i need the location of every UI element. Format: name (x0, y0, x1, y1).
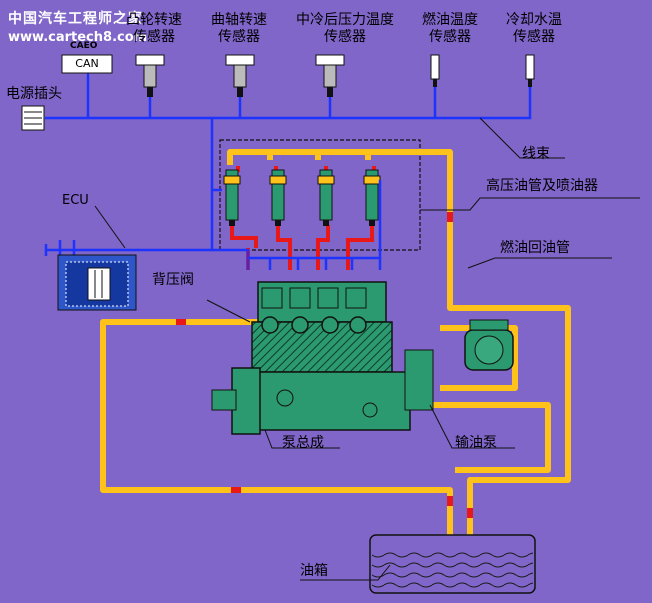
sensor-intercooler-icon (315, 54, 345, 97)
high-pressure-lines (230, 166, 376, 270)
label-pump-assembly: 泵总成 (282, 435, 324, 451)
can-box-label: CAN (75, 57, 99, 70)
label-power-plug: 电源插头 (6, 86, 62, 102)
sensor-label-coolant-temp: 冷却水温传感器 (506, 12, 562, 45)
label-fuel-tank: 油箱 (300, 563, 328, 579)
sensor-camshaft-icon (135, 54, 165, 97)
label-feed-pump: 输油泵 (455, 435, 497, 451)
watermark-url: www.cartech8.com (8, 30, 148, 45)
sensor-fuel-temp-icon (430, 54, 440, 87)
label-ecu: ECU (62, 193, 89, 208)
ecu-leader (94, 205, 126, 249)
power-plug-icon (21, 105, 45, 131)
injectors (223, 169, 381, 226)
fuel-return-line (100, 149, 571, 545)
label-fuel-return: 燃油回油管 (500, 240, 570, 256)
fuel-tank-icon (369, 534, 536, 594)
label-wire-harness: 线束 (522, 146, 550, 162)
sensor-label-fuel-temp: 燃油温度传感器 (422, 12, 478, 45)
ecu-icon (57, 254, 137, 311)
label-hp-line-injector: 高压油管及喷油器 (486, 178, 598, 194)
sensor-coolant-temp-icon (525, 54, 535, 87)
leader-lines (206, 117, 640, 581)
red-markers (176, 212, 473, 518)
can-box (61, 54, 113, 74)
sensor-label-camshaft: 凸轮转速传感器 (126, 12, 182, 45)
watermark-title: 中国汽车工程师之家 (8, 11, 143, 27)
sensor-label-crankshaft: 曲轴转速传感器 (211, 12, 267, 45)
sensor-crankshaft-icon (225, 54, 255, 97)
sensor-label-intercooler: 中冷后压力温度传感器 (296, 12, 394, 45)
pump-assembly-icon (211, 281, 434, 435)
label-back-pressure-valve: 背压阀 (152, 272, 194, 288)
feed-pump-icon (464, 319, 514, 371)
can-box-top-label: CAEO (70, 41, 98, 51)
